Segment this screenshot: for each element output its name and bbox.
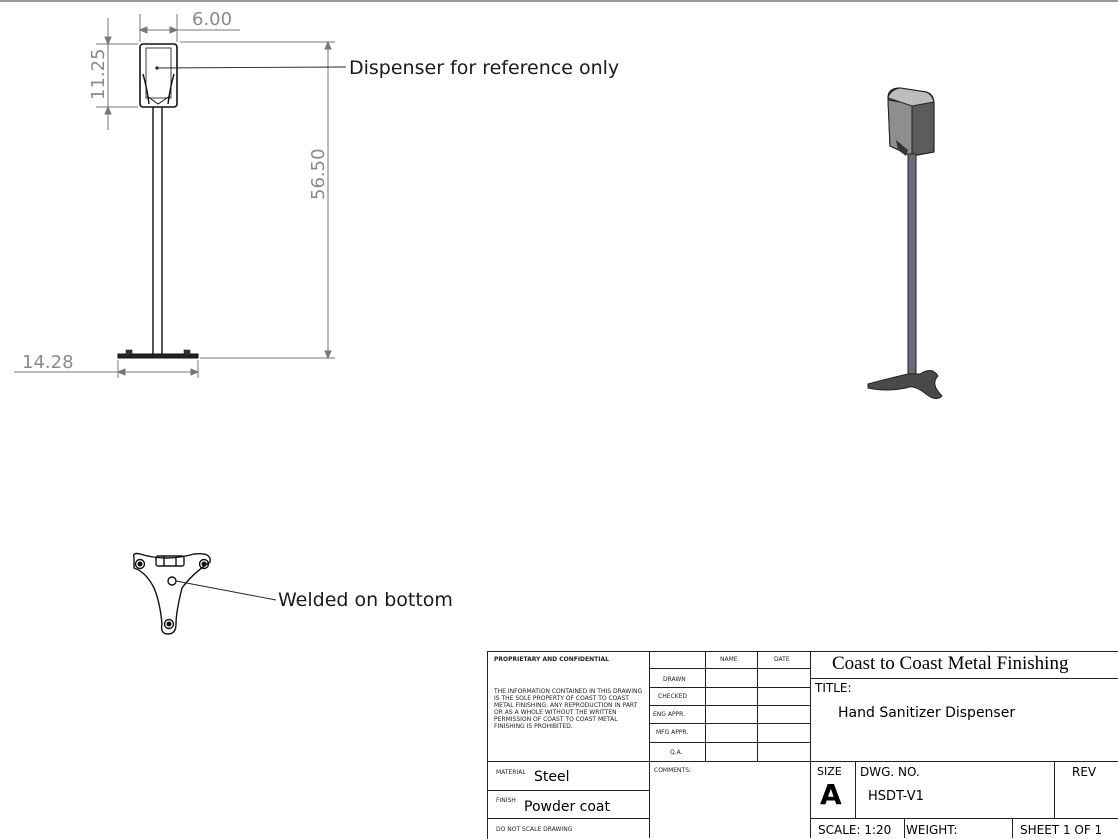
dispenser-window [145, 47, 172, 99]
base-foot-left [125, 349, 133, 356]
sheet-value: SHEET 1 OF 1 [1020, 823, 1103, 837]
size-label: SIZE [817, 765, 842, 778]
weight-label: WEIGHT: [906, 823, 958, 837]
sheet-border-top [0, 0, 1118, 2]
dim-overall-height: 56.50 [308, 148, 329, 200]
dispenser-nozzle-right [167, 73, 175, 105]
do-not-scale-note: DO NOT SCALE DRAWING [496, 826, 573, 833]
row-checked: CHECKED [658, 693, 688, 700]
front-view [117, 43, 199, 359]
size-value: A [820, 778, 842, 811]
dim-dispenser-height: 11.25 [88, 48, 109, 100]
bottom-view [132, 552, 211, 635]
base-hole-right [198, 558, 210, 570]
base-foot-right [183, 349, 191, 356]
title-label: TITLE: [815, 681, 852, 695]
dispenser-callout: Dispenser for reference only [349, 57, 619, 79]
drawing-title: Hand Sanitizer Dispenser [838, 705, 1016, 721]
proprietary-text: THE INFORMATION CONTAINED IN THIS DRAWIN… [494, 688, 643, 730]
dwg-no-label: DWG. NO. [860, 765, 920, 779]
dispenser-leader-line [156, 66, 347, 69]
row-mfg-appr: MFG APPR. [656, 729, 689, 736]
isometric-view [867, 87, 943, 400]
base-callout: Welded on bottom [278, 589, 453, 611]
dim-base-width: 14.28 [22, 352, 74, 373]
base-leader-line [175, 580, 277, 601]
scale-value: SCALE: 1:20 [818, 823, 892, 837]
base-pole-socket [155, 555, 185, 567]
dispenser-leader-dot [155, 66, 159, 70]
material-value: Steel [534, 769, 570, 785]
col-date-header: DATE [774, 656, 790, 663]
iso-dispenser-top [887, 87, 935, 107]
proprietary-heading: PROPRIETARY AND CONFIDENTIAL [494, 656, 609, 663]
iso-dispenser-nozzle [896, 140, 908, 156]
dimension-lines [14, 14, 335, 378]
base-plate-outline [132, 552, 211, 635]
finish-label: FINISH [496, 797, 516, 804]
col-name-header: NAME [720, 656, 738, 663]
base-hole-left [134, 558, 146, 570]
base-plate-front [117, 353, 199, 359]
iso-pole [907, 153, 917, 381]
dim-top-width: 6.00 [192, 9, 232, 30]
dwg-no-value: HSDT-V1 [868, 789, 924, 804]
company-name: Coast to Coast Metal Finishing [832, 653, 1069, 674]
rev-label: REV [1072, 765, 1097, 779]
row-qa: Q.A. [670, 749, 683, 756]
finish-value: Powder coat [524, 799, 610, 815]
dispenser-nozzle-left [142, 73, 150, 105]
base-hole-bottom [163, 618, 175, 630]
row-eng-appr: ENG APPR. [653, 711, 686, 718]
row-drawn: DRAWN [663, 676, 686, 683]
dispenser-tray [146, 95, 171, 105]
iso-base-plate [867, 370, 943, 400]
material-label: MATERIAL [496, 769, 526, 776]
dispenser-body-outline [139, 43, 178, 108]
comments-label: COMMENTS: [654, 767, 692, 774]
